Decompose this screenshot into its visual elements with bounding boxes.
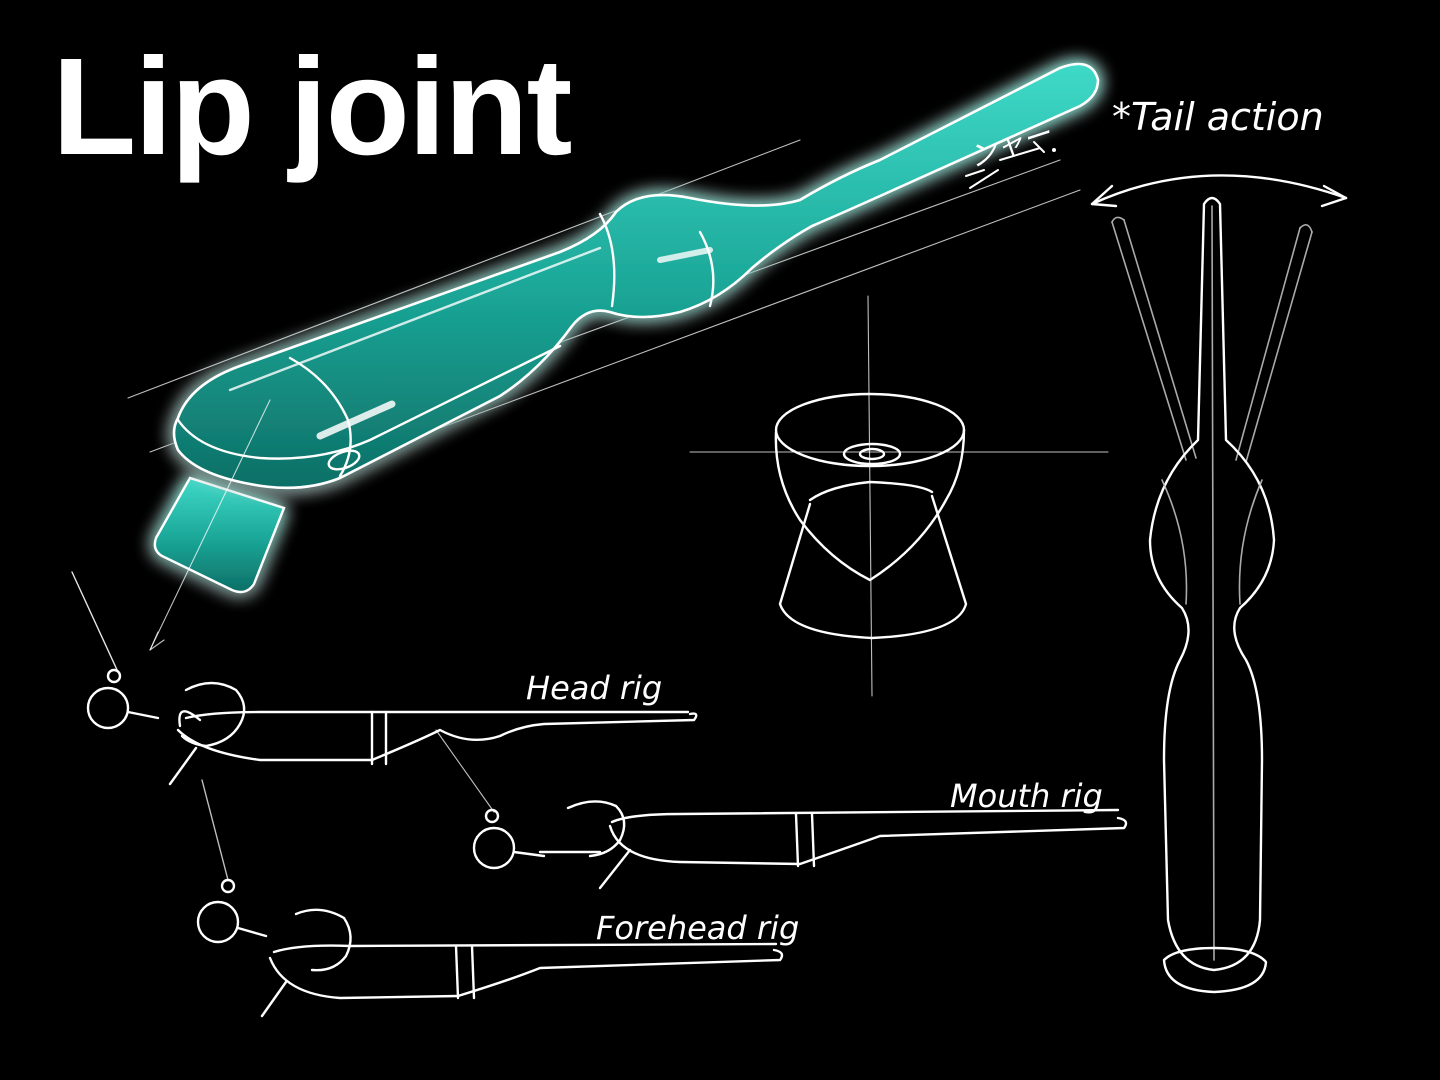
mouth-rig-sketch bbox=[472, 800, 1128, 890]
forehead-rig-label: Forehead rig bbox=[596, 909, 800, 947]
joint-section-sketch bbox=[689, 295, 1109, 697]
mouth-rig-label: Mouth rig bbox=[950, 777, 1103, 815]
lure-body bbox=[172, 62, 1100, 490]
page-title: Lip joint bbox=[52, 30, 573, 184]
signature-mark bbox=[965, 141, 1056, 189]
tail-action-label: *Tail action bbox=[1112, 95, 1324, 139]
lure-lip bbox=[153, 476, 286, 594]
head-rig-label: Head rig bbox=[526, 669, 663, 707]
tail-action-sketch bbox=[1090, 174, 1348, 994]
head-rig-sketch bbox=[71, 571, 698, 813]
forehead-rig-sketch bbox=[196, 779, 784, 1018]
glowing-lure-render bbox=[127, 62, 1100, 651]
